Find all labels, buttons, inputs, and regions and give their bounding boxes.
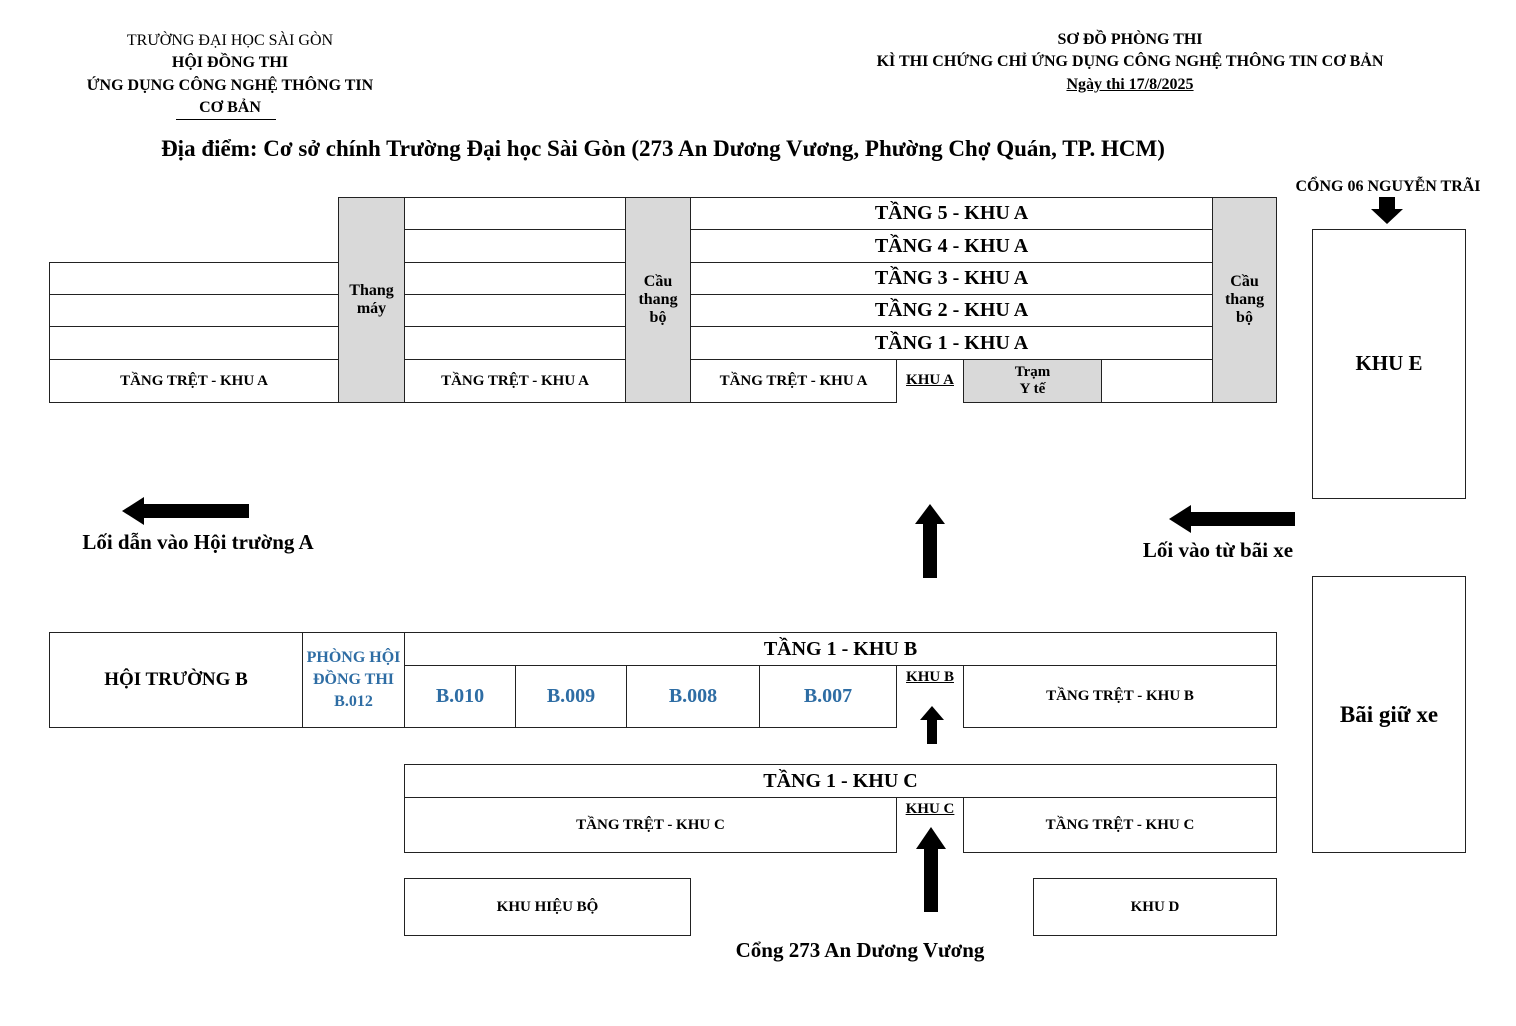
khu-c-floor-1: TẦNG 1 - KHU C	[404, 764, 1277, 798]
exam-council-room: PHÒNG HỘI ĐỒNG THI B.012	[302, 632, 405, 728]
khu-a-left-row	[49, 326, 339, 360]
arrow-left-icon	[122, 497, 249, 525]
khu-a-ground-room: TẦNG TRỆT - KHU A	[49, 359, 339, 403]
khu-a-floor-3: TẦNG 3 - KHU A	[690, 262, 1213, 295]
room-b008: B.008	[626, 665, 760, 728]
path-to-hall-a: Lối dẫn vào Hội trường A	[82, 530, 314, 554]
khu-d: KHU D	[1033, 878, 1277, 936]
arrow-up-icon	[920, 706, 944, 744]
khu-a-floor-5: TẦNG 5 - KHU A	[690, 197, 1213, 230]
path-from-parking: Lối vào từ bãi xe	[1142, 538, 1294, 562]
khu-c-ground-left: TẦNG TRỆT - KHU C	[404, 797, 897, 853]
khu-c-ground-right: TẦNG TRỆT - KHU C	[963, 797, 1277, 853]
arrow-up-icon	[916, 827, 946, 912]
khu-a-passage: KHU A	[906, 372, 954, 388]
room-b010: B.010	[404, 665, 516, 728]
khu-b-ground: TẦNG TRỆT - KHU B	[963, 665, 1277, 728]
khu-a-floor-2: TẦNG 2 - KHU A	[690, 294, 1213, 327]
header-divider	[176, 119, 276, 120]
elevator: Thang máy	[338, 197, 405, 403]
hall-b: HỘI TRƯỜNG B	[49, 632, 303, 728]
khu-a-left-row	[49, 262, 339, 295]
khu-a-mid-row	[404, 197, 626, 230]
stair-right: Cầu thang bộ	[1212, 197, 1277, 403]
council-subtitle-2: CƠ BẢN	[199, 99, 261, 116]
arrow-down-icon	[1371, 197, 1403, 224]
room-b009: B.009	[515, 665, 627, 728]
parking-lot: Bãi giữ xe	[1312, 576, 1466, 853]
khu-a-ground-empty	[1101, 359, 1213, 403]
khu-a-mid-row	[404, 294, 626, 327]
khu-hieu-bo: KHU HIỆU BỘ	[404, 878, 691, 936]
khu-e: KHU E	[1312, 229, 1466, 499]
khu-a-ground-room: TẦNG TRỆT - KHU A	[690, 359, 897, 403]
khu-c-passage: KHU C	[905, 801, 955, 817]
stair-left: Cầu thang bộ	[625, 197, 691, 403]
khu-a-mid-row	[404, 326, 626, 360]
khu-a-floor-1: TẦNG 1 - KHU A	[690, 326, 1213, 360]
university-name: TRƯỜNG ĐẠI HỌC SÀI GÒN	[126, 32, 334, 49]
exam-date: Ngày thi 17/8/2025	[1066, 76, 1194, 93]
arrow-left-icon	[1169, 505, 1295, 533]
council-subtitle: ỨNG DỤNG CÔNG NGHỆ THÔNG TIN	[86, 77, 374, 94]
room-b007: B.007	[759, 665, 897, 728]
khu-a-mid-row	[404, 262, 626, 295]
medical-station: Trạm Y tế	[963, 359, 1102, 403]
khu-a-ground-room: TẦNG TRỆT - KHU A	[404, 359, 626, 403]
khu-a-floor-4: TẦNG 4 - KHU A	[690, 229, 1213, 263]
khu-b-floor-1: TẦNG 1 - KHU B	[404, 632, 1277, 666]
khu-a-mid-row	[404, 229, 626, 263]
council-title: HỘI ĐỒNG THI	[171, 54, 289, 71]
khu-a-left-row	[49, 294, 339, 327]
diagram-title: SƠ ĐỒ PHÒNG THI	[1057, 31, 1203, 48]
gate-nguyen-trai: CỔNG 06 NGUYỄN TRÃI	[1295, 178, 1481, 195]
exam-name: KÌ THI CHỨNG CHỈ ỨNG DỤNG CÔNG NGHỆ THÔN…	[876, 53, 1384, 70]
khu-b-passage: KHU B	[906, 669, 954, 685]
location: Địa điểm: Cơ sở chính Trường Đại học Sài…	[161, 136, 1165, 161]
arrow-up-icon	[915, 504, 945, 578]
gate-an-duong-vuong: Cổng 273 An Dương Vương	[735, 938, 985, 962]
